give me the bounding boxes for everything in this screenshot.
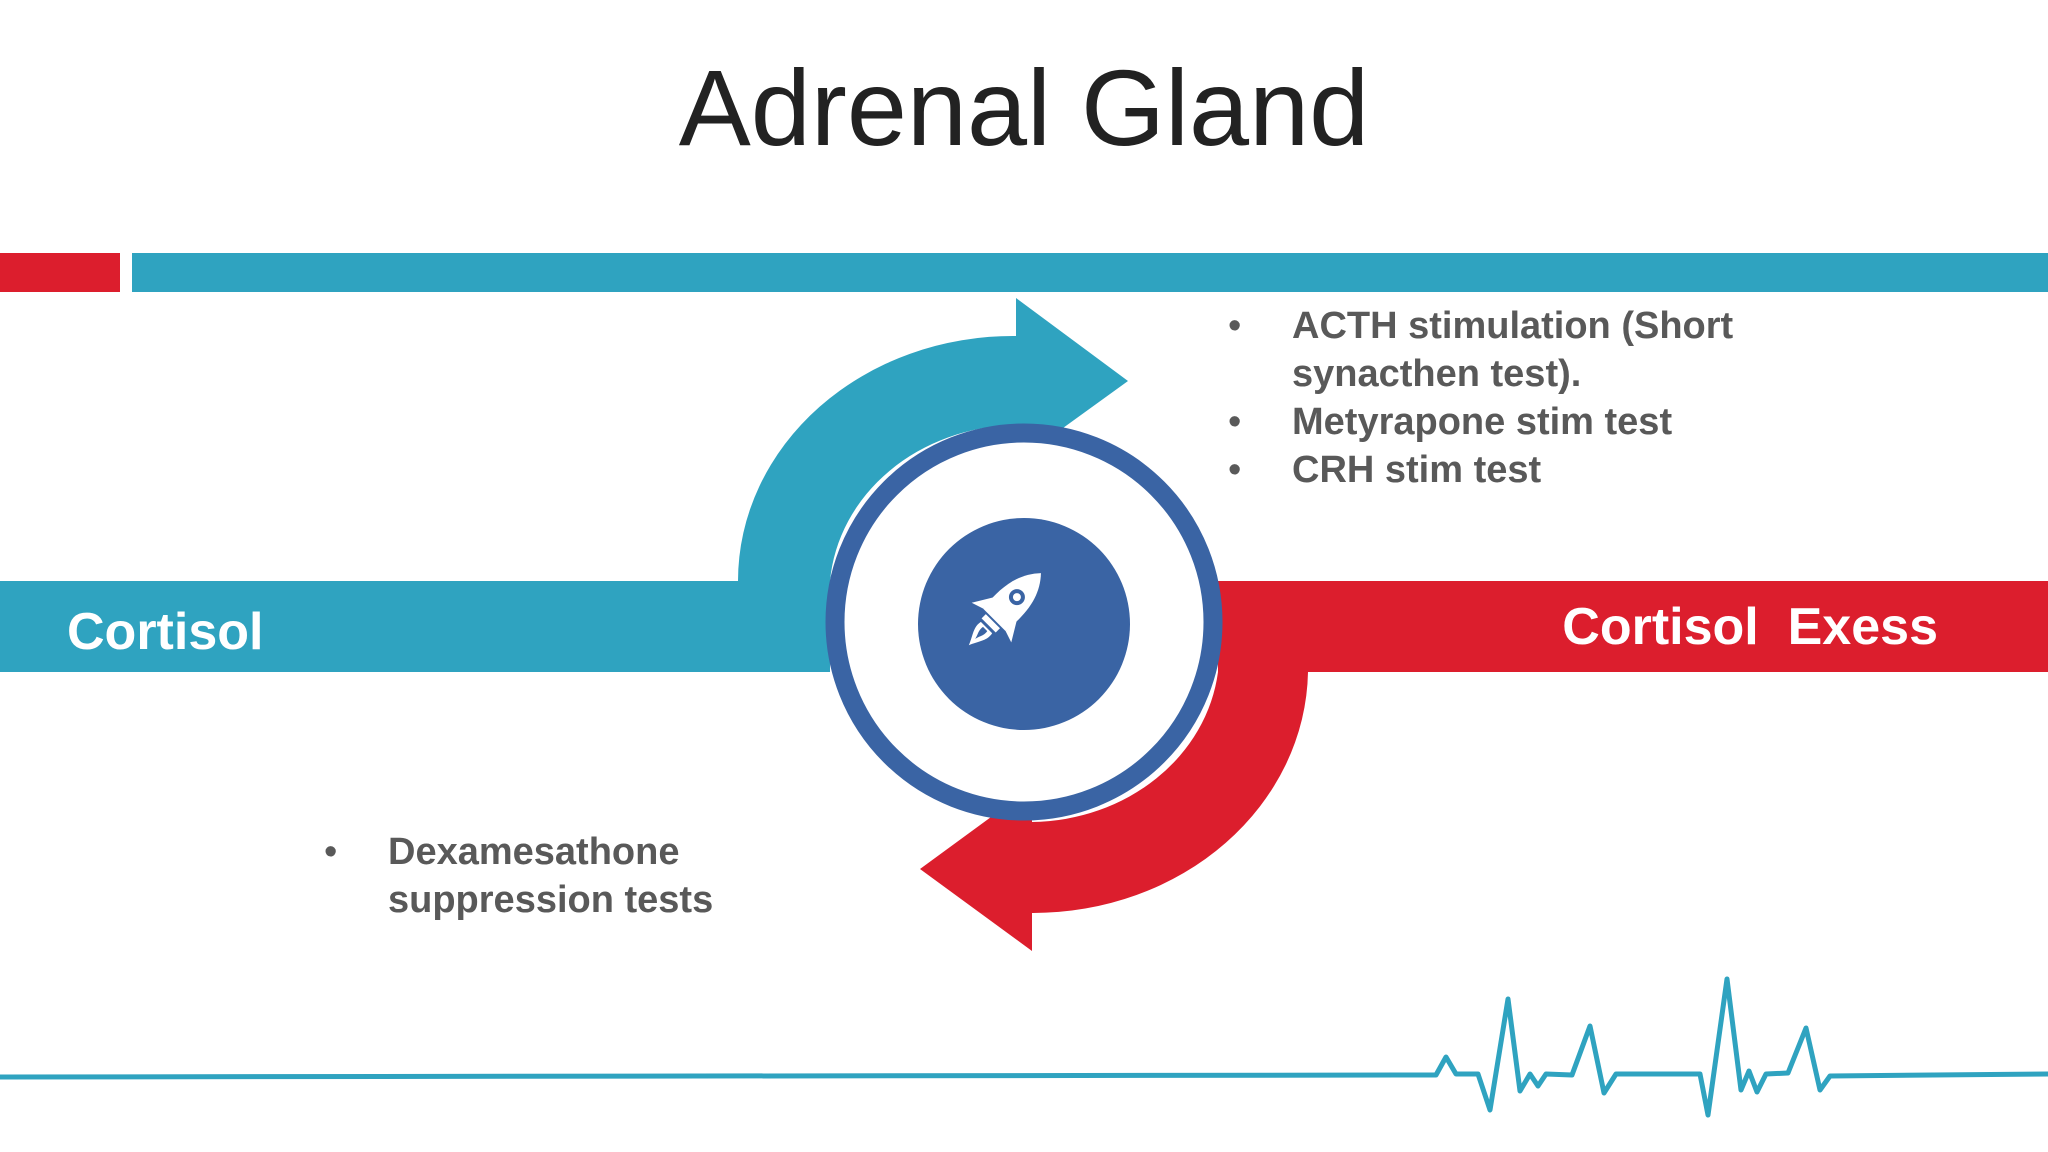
bullet-item: CRH stim test (1228, 446, 1788, 494)
slide-title: Adrenal Gland (678, 47, 1370, 168)
upper-curved-arrow (738, 298, 1128, 581)
heartbeat-line (0, 976, 2048, 1118)
cortisol-excess-band (1218, 581, 2048, 672)
cortisol-label: Cortisol (67, 603, 264, 661)
bullet-item: ACTH stimulation (Short synacthen test). (1228, 302, 1788, 398)
center-disc (918, 518, 1130, 730)
top-teal-bar (132, 253, 2048, 292)
lower-left-bullet-list: Dexamesathone suppression tests (324, 828, 744, 924)
upper-right-bullet-list: ACTH stimulation (Short synacthen test).… (1228, 302, 1788, 494)
cortisol-excess-label: Cortisol Exess (1562, 598, 1938, 656)
lower-curved-arrow (920, 672, 1308, 951)
bullet-item: Metyrapone stim test (1228, 398, 1788, 446)
cortisol-band (0, 581, 830, 672)
rocket-icon (968, 573, 1041, 646)
top-red-accent-bar (0, 253, 120, 292)
bullet-item: Dexamesathone suppression tests (324, 828, 744, 924)
